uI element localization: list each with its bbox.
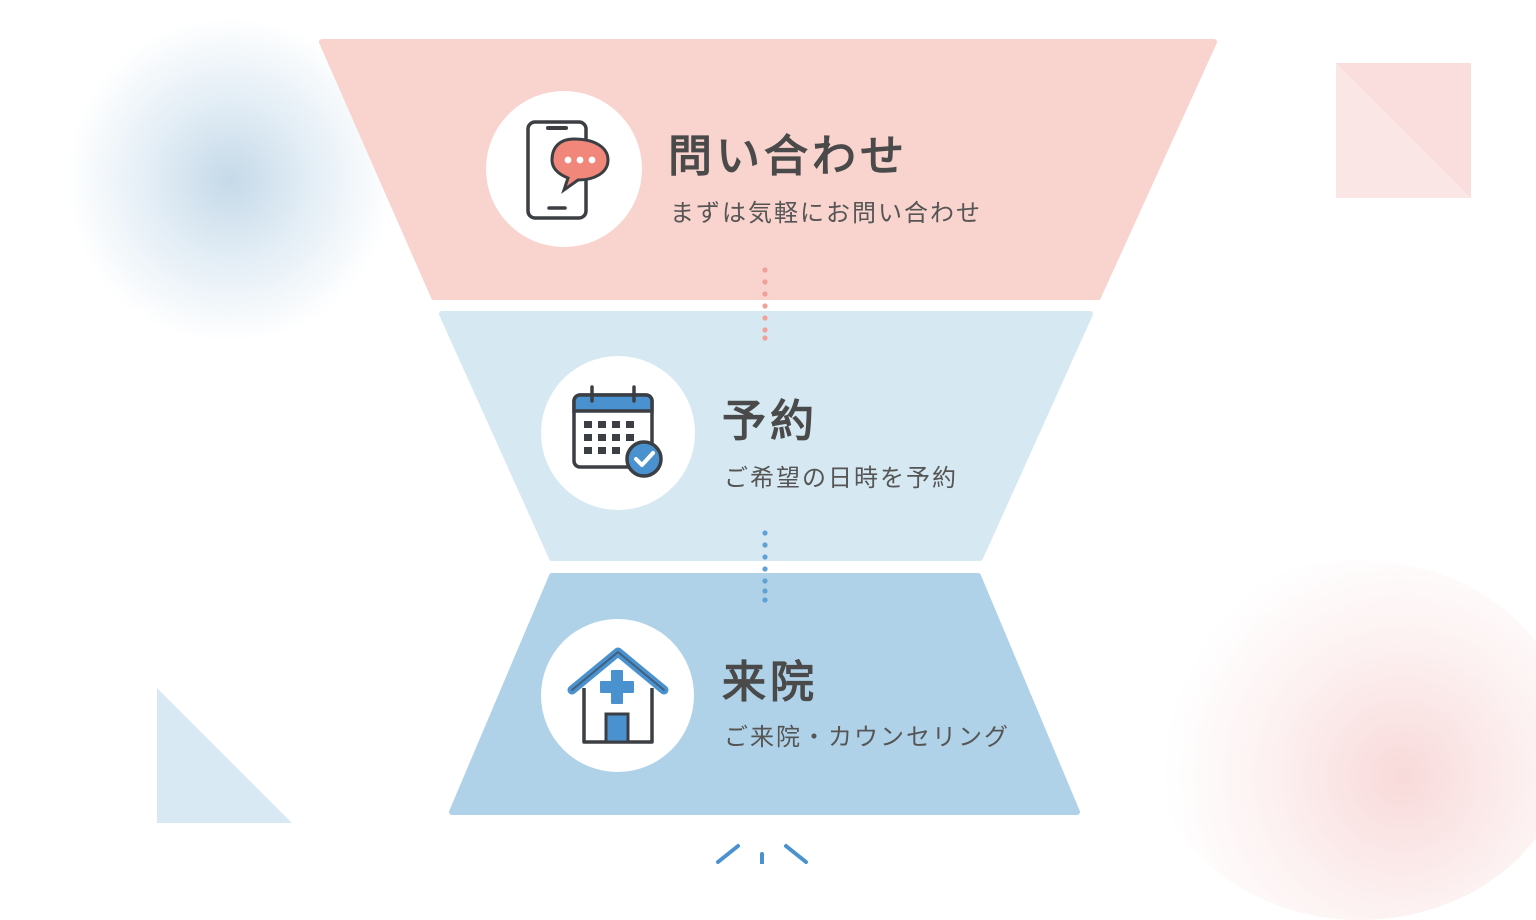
stage-title-inquiry: 問い合わせ <box>668 131 908 182</box>
decorative-square <box>1336 63 1471 198</box>
stage-subtitle-visit: ご来院・カウンセリング <box>724 723 1010 751</box>
calendar-check-icon <box>572 385 663 478</box>
stage-title-visit: 来院 <box>722 657 818 708</box>
stage-title-reservation: 予約 <box>722 396 818 447</box>
clinic-house-icon <box>567 647 668 744</box>
background-blob-pink <box>1150 560 1536 920</box>
icon-circle-inquiry <box>486 91 642 247</box>
smartphone-chat-icon <box>526 120 610 220</box>
icon-circle-visit <box>541 619 694 772</box>
stage-subtitle-reservation: ご希望の日時を予約 <box>724 464 958 492</box>
stage-subtitle-inquiry: まずは気軽にお問い合わせ <box>670 199 982 227</box>
connector-1-2 <box>762 267 768 341</box>
connector-2-3 <box>762 530 768 603</box>
bottom-arrow-icon <box>716 844 808 864</box>
decorative-triangle <box>157 688 292 823</box>
icon-circle-reservation <box>541 356 695 510</box>
